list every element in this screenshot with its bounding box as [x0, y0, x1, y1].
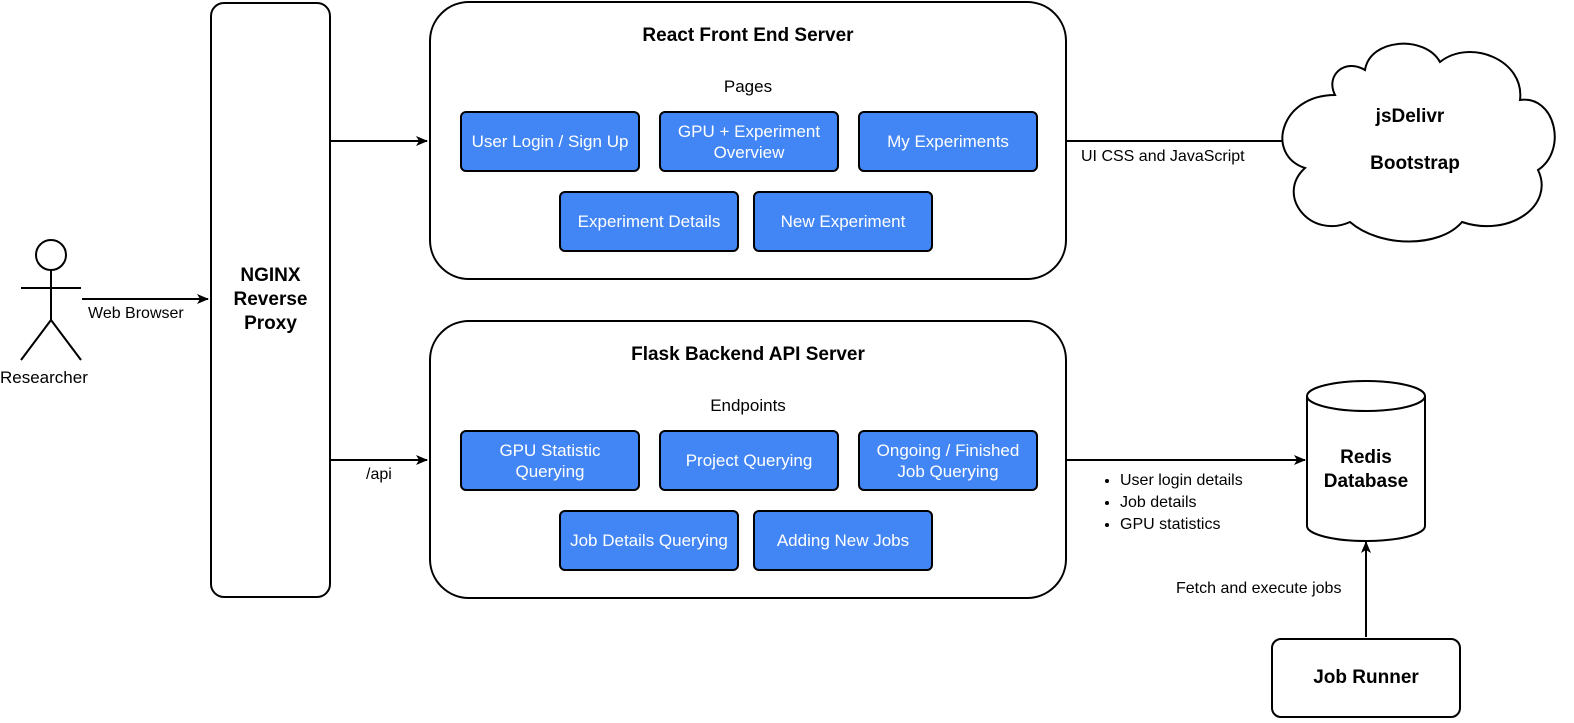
redis-database-icon [1306, 380, 1426, 542]
endpoint-project-querying: Project Querying [659, 430, 839, 491]
job-runner: Job Runner [1271, 638, 1461, 718]
page-experiment-details: Experiment Details [559, 191, 739, 252]
researcher-actor-icon [20, 239, 82, 361]
web-browser-label: Web Browser [88, 305, 184, 322]
endpoint-adding-jobs: Adding New Jobs [753, 510, 933, 571]
ui-assets-label: UI CSS and JavaScript [1081, 148, 1245, 165]
backend-subtitle: Endpoints [710, 396, 786, 415]
endpoint-gpu-statistic: GPU Statistic Querying [460, 430, 640, 491]
react-frontend-server: React Front End Server Pages User Login … [429, 1, 1067, 280]
flask-backend-server: Flask Backend API Server Endpoints GPU S… [429, 320, 1067, 599]
cdn-cloud-icon [1281, 42, 1556, 243]
api-label: /api [366, 466, 392, 483]
cdn-bootstrap-label: Bootstrap [1370, 153, 1460, 174]
list-item: Job details [1120, 492, 1243, 514]
redis-database-label: Redis Database [1323, 447, 1409, 492]
frontend-title: React Front End Server [642, 25, 854, 46]
endpoint-job-querying: Ongoing / Finished Job Querying [858, 430, 1038, 491]
page-new-experiment: New Experiment [753, 191, 933, 252]
list-item: GPU statistics [1120, 514, 1243, 536]
nginx-reverse-proxy: NGINX Reverse Proxy [210, 2, 331, 598]
researcher-label: Researcher [0, 368, 88, 387]
list-item: User login details [1120, 470, 1243, 492]
proxy-label: NGINX Reverse Proxy [233, 265, 308, 334]
cdn-jsdelivr-label: jsDelivr [1375, 106, 1445, 127]
fetch-jobs-label: Fetch and execute jobs [1176, 580, 1342, 597]
page-gpu-overview: GPU + Experiment Overview [659, 111, 839, 172]
frontend-subtitle: Pages [723, 77, 773, 96]
backend-title: Flask Backend API Server [631, 344, 865, 365]
stored-data-list: User login details Job details GPU stati… [1100, 470, 1243, 536]
page-user-login: User Login / Sign Up [460, 111, 640, 172]
page-my-experiments: My Experiments [858, 111, 1038, 172]
endpoint-job-details: Job Details Querying [559, 510, 739, 571]
